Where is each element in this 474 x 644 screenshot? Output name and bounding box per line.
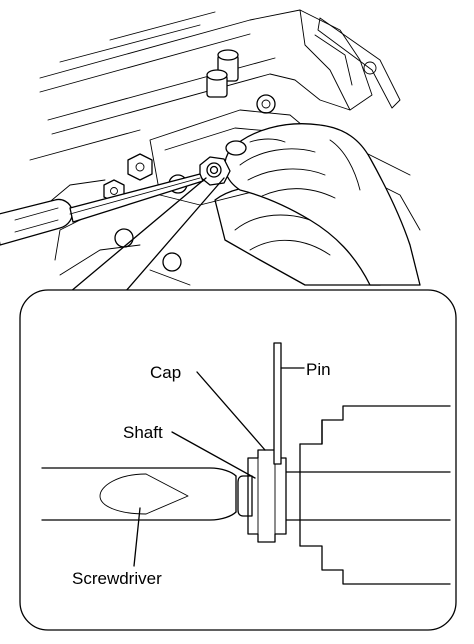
screwdriver-detail (41, 467, 237, 521)
screwdriver-overview (0, 173, 204, 246)
shaft-label: Shaft (123, 423, 163, 442)
screwdriver-leader (133, 507, 141, 567)
hand (224, 123, 421, 286)
shaft (285, 471, 451, 521)
cap-leader (196, 371, 266, 451)
housing-section (299, 405, 451, 585)
screwdriver-label: Screwdriver (72, 569, 162, 588)
pin-label: Pin (306, 360, 331, 379)
engine-overview (0, 9, 421, 293)
pin (273, 342, 282, 465)
target-part (199, 156, 231, 186)
cap-label: Cap (150, 363, 181, 382)
bolt-group (206, 49, 276, 114)
detail-callout: Pin Cap Shaft Screwdriver (19, 289, 457, 631)
shaft-leader (171, 431, 256, 479)
